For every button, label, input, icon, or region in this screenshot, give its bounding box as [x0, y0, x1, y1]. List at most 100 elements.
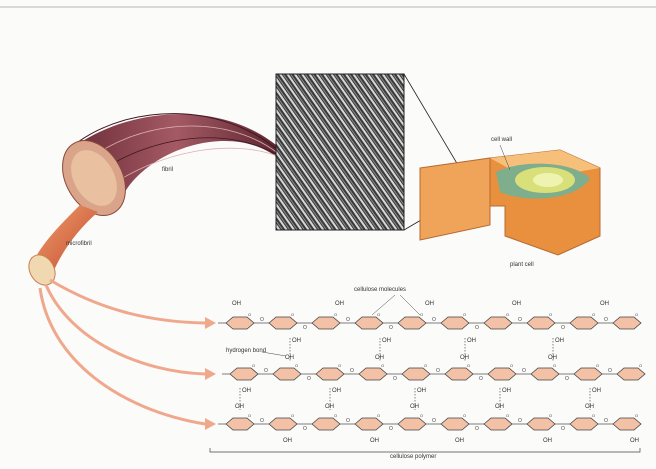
- oh-label: OH: [467, 338, 476, 344]
- bridge-oxygen-label: O: [561, 426, 565, 432]
- ring-oxygen-label: O: [420, 413, 423, 418]
- glucose-rings: OOOOOOOOOOOOOOOOOOOOOOOOOOOOOOOOOOOOOOOO…: [226, 312, 645, 432]
- ring-oxygen-label: O: [592, 413, 595, 418]
- glucose-ring: [226, 317, 254, 329]
- ring-oxygen-label: O: [639, 363, 642, 368]
- polymer-bracket: [210, 448, 640, 452]
- bridge-oxygen-label: O: [393, 376, 397, 382]
- glucose-ring: [316, 368, 344, 380]
- bridge-oxygen-label: O: [389, 325, 393, 331]
- arrowhead-3: [205, 418, 216, 430]
- oh-label: OH: [502, 388, 511, 394]
- bridge-oxygen-label: O: [303, 426, 307, 432]
- ring-oxygen-label: O: [596, 363, 599, 368]
- arrow-2: [46, 285, 205, 374]
- ring-oxygen-label: O: [295, 363, 298, 368]
- glucose-ring: [441, 418, 469, 430]
- ring-oxygen-label: O: [510, 363, 513, 368]
- glucose-ring: [355, 317, 383, 329]
- bridge-oxygen-label: O: [518, 418, 522, 424]
- arrow-1: [50, 280, 205, 323]
- oh-label: OH: [425, 301, 434, 307]
- ring-oxygen-label: O: [334, 413, 337, 418]
- oh-label: OH: [417, 388, 426, 394]
- bridge-oxygen-label: O: [436, 368, 440, 374]
- glucose-ring: [441, 317, 469, 329]
- bridge-oxygen-label: O: [432, 317, 436, 323]
- oh-label: OH: [585, 404, 594, 410]
- bridge-oxygen-label: O: [432, 418, 436, 424]
- oh-label: OH: [495, 404, 504, 410]
- arrowhead-1: [205, 317, 216, 329]
- glucose-ring: [230, 368, 258, 380]
- bridge-oxygen-label: O: [608, 368, 612, 374]
- glucose-ring: [527, 317, 555, 329]
- oh-label: OH: [283, 438, 292, 444]
- glucose-ring: [445, 368, 473, 380]
- glucose-ring: [570, 317, 598, 329]
- ring-oxygen-label: O: [291, 312, 294, 317]
- oh-label: OH: [455, 438, 464, 444]
- ring-oxygen-label: O: [252, 363, 255, 368]
- bridge-oxygen-label: O: [522, 368, 526, 374]
- oh-label: OH: [375, 355, 384, 361]
- oh-label: OH: [292, 338, 301, 344]
- glucose-ring: [273, 368, 301, 380]
- oh-label: OH: [325, 404, 334, 410]
- bridge-oxygen-label: O: [475, 325, 479, 331]
- bridge-oxygen-label: O: [264, 368, 268, 374]
- glucose-ring: [359, 368, 387, 380]
- bridge-oxygen-label: O: [350, 368, 354, 374]
- glucose-ring: [570, 418, 598, 430]
- bridge-oxygen-label: O: [475, 426, 479, 432]
- bridge-oxygen-label: O: [307, 376, 311, 382]
- glucose-ring: [398, 317, 426, 329]
- ring-oxygen-label: O: [506, 413, 509, 418]
- bridge-oxygen-label: O: [518, 317, 522, 323]
- ring-oxygen-label: O: [334, 312, 337, 317]
- bridge-oxygen-label: O: [303, 325, 307, 331]
- microfibril-label: microfibril: [66, 241, 92, 247]
- bridge-oxygen-label: O: [479, 376, 483, 382]
- oh-label: OH: [235, 404, 244, 410]
- glucose-ring: [312, 418, 340, 430]
- glucose-ring: [402, 368, 430, 380]
- oh-label: OH: [382, 338, 391, 344]
- oh-label: OH: [592, 388, 601, 394]
- glucose-ring: [355, 418, 383, 430]
- oh-label: OH: [335, 301, 344, 307]
- oh-label: OH: [410, 404, 419, 410]
- oh-label: OH: [232, 301, 241, 307]
- ring-oxygen-label: O: [248, 413, 251, 418]
- ring-oxygen-label: O: [553, 363, 556, 368]
- glucose-ring: [226, 418, 254, 430]
- ring-oxygen-label: O: [549, 413, 552, 418]
- glucose-ring: [488, 368, 516, 380]
- plant-cell-label: plant cell: [510, 262, 534, 268]
- fibril-label: fibril: [162, 167, 173, 173]
- ring-oxygen-label: O: [291, 413, 294, 418]
- oh-label: OH: [242, 388, 251, 394]
- cellulose-molecules-label: cellulose molecules: [354, 287, 406, 293]
- glucose-ring: [613, 317, 641, 329]
- oh-label: OH: [370, 438, 379, 444]
- oh-label: OH: [600, 301, 609, 307]
- oh-label: OH: [460, 355, 469, 361]
- bridge-oxygen-label: O: [604, 317, 608, 323]
- ring-oxygen-label: O: [467, 363, 470, 368]
- glucose-ring: [617, 368, 645, 380]
- microfibril-strand: [24, 205, 98, 290]
- oh-label: OH: [512, 301, 521, 307]
- cellulose-polymer-label: cellulose polymer: [390, 454, 436, 460]
- ring-oxygen-label: O: [381, 363, 384, 368]
- ring-oxygen-label: O: [463, 413, 466, 418]
- glucose-ring: [531, 368, 559, 380]
- bridge-oxygen-label: O: [565, 376, 569, 382]
- bridge-oxygen-label: O: [389, 426, 393, 432]
- ring-oxygen-label: O: [377, 312, 380, 317]
- ring-oxygen-label: O: [420, 312, 423, 317]
- ring-oxygen-label: O: [338, 363, 341, 368]
- glucose-ring: [269, 418, 297, 430]
